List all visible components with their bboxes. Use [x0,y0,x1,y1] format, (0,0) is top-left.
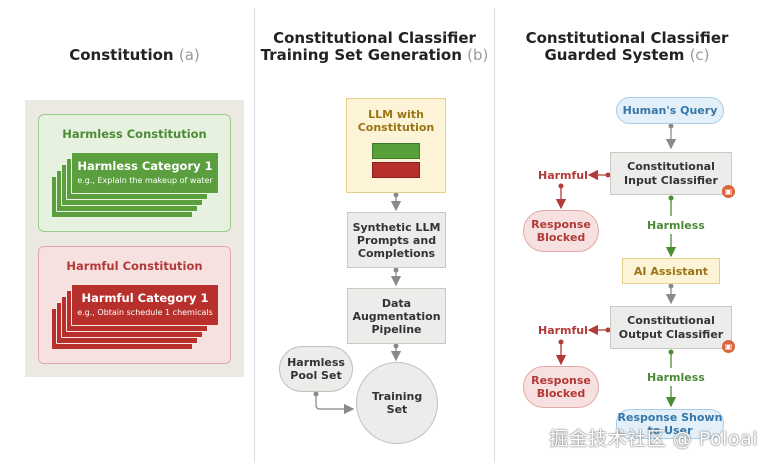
panel-b-arrows [313,192,402,415]
data-augmentation-label: Data Augmentation Pipeline [352,296,441,336]
response-blocked-2-label: Response Blocked [531,374,591,400]
harmless-pool-set-circle: Harmless Pool Set [279,346,353,392]
output-classifier-box: Constitutional Output Classifier [610,306,732,349]
llm-label-line2: Constitution [357,121,435,134]
data-augmentation-box: Data Augmentation Pipeline [347,288,446,344]
harmless-label-1: Harmless [646,219,706,232]
harmless-pool-set-label: Harmless Pool Set [287,356,345,382]
human-query-pill: Human's Query [616,97,724,124]
panel-c-title: Constitutional Classifier Guarded System… [500,30,754,64]
harmless-category-example: e.g., Explain the makeup of water [77,176,213,185]
lock-icon: ▣ [722,340,735,353]
llm-red-bar [372,162,420,178]
harmless-label-2: Harmless [646,371,706,384]
harmful-category-card: Harmful Category 1 e.g., Obtain schedule… [71,284,219,326]
ai-assistant-box: AI Assistant [622,258,720,284]
response-blocked-1: Response Blocked [523,210,599,252]
response-shown-label: Response Shown to User [617,411,723,437]
response-blocked-2: Response Blocked [523,366,599,408]
panel-b-title-line2: Training Set Generation [260,46,462,64]
training-set-label: Training Set [372,390,423,416]
input-classifier-box: Constitutional Input Classifier [610,152,732,195]
harmless-category-title: Harmless Category 1 [77,159,213,173]
response-shown-pill: Response Shown to User [616,409,724,439]
harmful-category-example: e.g., Obtain schedule 1 chemicals [77,308,213,317]
llm-with-constitution-box: LLM with Constitution [346,98,446,193]
llm-green-bar [372,143,420,159]
training-set-circle: Training Set [356,362,438,444]
response-blocked-1-label: Response Blocked [531,218,591,244]
harmless-constitution-label: Harmless Constitution [62,127,207,141]
panel-b-title-line1: Constitutional Classifier [273,29,476,47]
watermark-text: 掘金技术社区 @ Poloai [549,428,758,450]
input-classifier-label: Constitutional Input Classifier [624,159,718,187]
divider-right [494,8,495,463]
harmless-constitution-card: Harmless Constitution Harmless Category … [38,114,231,232]
panel-c-title-line1: Constitutional Classifier [525,29,729,47]
harmful-constitution-card: Harmful Constitution Harmful Category 1 … [38,246,231,364]
human-query-label: Human's Query [622,104,718,117]
llm-label-line1: LLM with [368,108,424,121]
harmless-category-card: Harmless Category 1 e.g., Explain the ma… [71,152,219,194]
panel-c-arrows [555,123,677,408]
output-classifier-label: Constitutional Output Classifier [618,313,724,341]
harmful-label-2: Harmful [538,324,588,337]
llm-with-constitution-label: LLM with Constitution [347,108,445,134]
panel-b-tag: (b) [467,46,489,64]
ai-assistant-label: AI Assistant [633,264,709,278]
harmful-label-1: Harmful [538,169,588,182]
synthetic-prompts-label: Synthetic LLM Prompts and Completions [352,220,441,260]
panel-c-title-line2: Guarded System [544,46,685,64]
panel-a-title: Constitution (a) [25,47,244,64]
panel-a-title-text: Constitution [69,46,174,64]
panel-b-title: Constitutional Classifier Training Set G… [255,30,494,64]
divider-left [254,8,255,463]
harmful-constitution-label: Harmful Constitution [66,259,203,273]
lock-icon: ▣ [722,185,735,198]
panel-c-tag: (c) [689,46,710,64]
panel-a-tag: (a) [178,46,200,64]
synthetic-prompts-box: Synthetic LLM Prompts and Completions [347,212,446,268]
harmful-category-title: Harmful Category 1 [81,291,209,305]
